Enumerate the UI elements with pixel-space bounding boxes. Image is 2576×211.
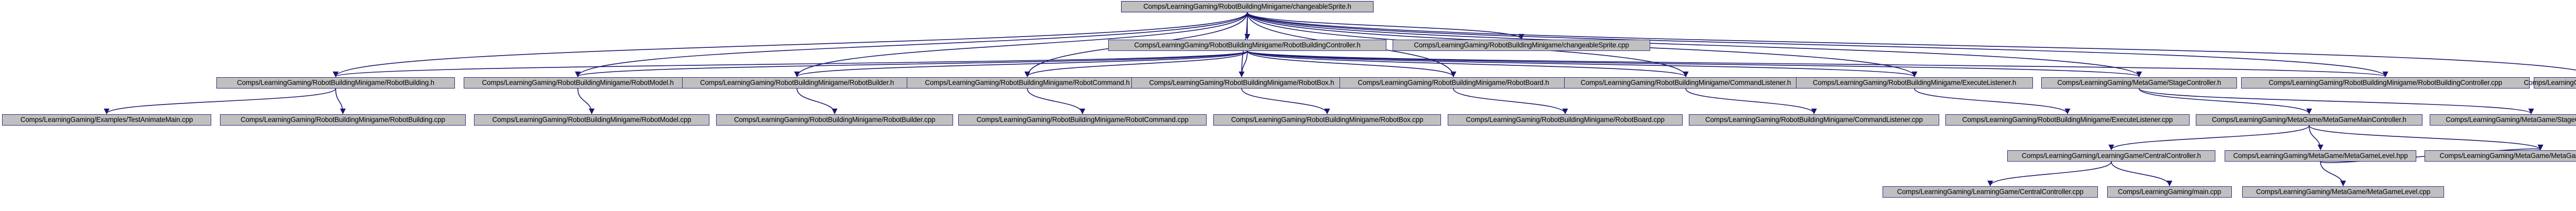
graph-edge [1247, 12, 1524, 40]
graph-node-label: Comps/LearningGaming/RobotBuildingMiniga… [1812, 79, 2016, 87]
graph-node[interactable]: Comps/LearningGaming/RobotBuildingMiniga… [464, 77, 692, 89]
graph-node[interactable]: Comps/LearningGaming/RobotBuildingMiniga… [1131, 77, 1352, 89]
graph-node-label: Comps/LearningGaming/RobotBuildingMiniga… [1143, 3, 1351, 11]
graph-node-label: Comps/LearningGaming/MetaGame/MetaGameMa… [2212, 116, 2406, 124]
graph-edge [104, 88, 336, 115]
graph-node[interactable]: Comps/LearningGaming/RobotBuildingMiniga… [1108, 40, 1386, 51]
graph-node-label: Comps/LearningGaming/Toolkit/resources.c… [2523, 79, 2576, 87]
graph-edge [2111, 161, 2173, 187]
graph-node-label: Comps/LearningGaming/RobotBuildingMiniga… [236, 79, 435, 87]
graph-edge [1247, 50, 2142, 78]
graph-edge [1239, 50, 1248, 78]
graph-node[interactable]: Comps/LearningGaming/Toolkit/resources.c… [2524, 77, 2576, 89]
graph-edge [1685, 88, 1817, 115]
graph-node-label: Comps/LearningGaming/RobotBuildingMiniga… [976, 116, 1189, 124]
graph-node[interactable]: Comps/LearningGaming/MetaGame/StageContr… [2041, 77, 2237, 89]
graph-node[interactable]: Comps/LearningGaming/LearningGame/Centra… [1883, 186, 2098, 198]
graph-node-label: Comps/LearningGaming/RobotBuildingMiniga… [482, 79, 674, 87]
graph-node[interactable]: Comps/LearningGaming/RobotBuildingMiniga… [1340, 77, 1567, 89]
graph-edge [2320, 161, 2346, 187]
graph-edge [1247, 50, 2388, 78]
graph-node-label: Comps/LearningGaming/LearningGame/Centra… [1897, 188, 2083, 196]
graph-edge [1024, 50, 1248, 78]
graph-edge [577, 88, 595, 115]
graph-node-label: Comps/LearningGaming/MetaGame/MetaGameMa… [2439, 152, 2576, 160]
graph-node-label: Comps/LearningGaming/RobotBuildingMiniga… [1580, 79, 1791, 87]
graph-node-label: Comps/LearningGaming/MetaGame/StageContr… [2446, 116, 2576, 124]
graph-node[interactable]: Comps/LearningGaming/main.cpp [2107, 186, 2232, 198]
graph-node[interactable]: Comps/LearningGaming/RobotBuildingMiniga… [1393, 40, 1650, 51]
graph-node[interactable]: Comps/LearningGaming/RobotBuildingMiniga… [1121, 1, 1374, 12]
graph-node-label: Comps/LearningGaming/RobotBuildingMiniga… [925, 79, 1130, 87]
graph-node-label: Comps/LearningGaming/RobotBuildingMiniga… [1231, 116, 1423, 124]
graph-edge [1453, 88, 1568, 115]
graph-node-label: Comps/LearningGaming/LearningGame/Centra… [2022, 152, 2201, 160]
graph-edge [794, 50, 1248, 78]
graph-edge [335, 88, 346, 115]
graph-node[interactable]: Comps/LearningGaming/RobotBuildingMiniga… [1945, 114, 2190, 126]
graph-node-label: Comps/LearningGaming/RobotBuildingMiniga… [492, 116, 691, 124]
graph-node[interactable]: Comps/LearningGaming/MetaGame/MetaGameMa… [2425, 150, 2576, 162]
graph-node[interactable]: Comps/LearningGaming/MetaGame/StageContr… [2430, 114, 2576, 126]
graph-edge [2309, 125, 2324, 151]
graph-node-label: Comps/LearningGaming/RobotBuildingMiniga… [1962, 116, 2173, 124]
graph-node[interactable]: Comps/LearningGaming/RobotBuildingMiniga… [1564, 77, 1807, 89]
graph-node-label: Comps/LearningGaming/RobotBuildingMiniga… [1414, 41, 1629, 49]
graph-edge [1247, 50, 1689, 78]
graph-node[interactable]: Comps/LearningGaming/MetaGame/MetaGameLe… [2242, 186, 2444, 198]
graph-node-label: Comps/LearningGaming/MetaGame/MetaGameLe… [2256, 188, 2431, 196]
graph-node[interactable]: Comps/LearningGaming/RobotBuildingMiniga… [1796, 77, 2033, 89]
graph-node-label: Comps/LearningGaming/RobotBuildingMiniga… [1358, 79, 1549, 87]
graph-node-label: Comps/LearningGaming/RobotBuildingMiniga… [734, 116, 936, 124]
graph-node[interactable]: Comps/LearningGaming/RobotBuildingMiniga… [2241, 77, 2530, 89]
graph-edge [575, 50, 1248, 78]
graph-node[interactable]: Comps/LearningGaming/MetaGame/MetaGameLe… [2225, 150, 2416, 162]
graph-edge [1914, 88, 2071, 115]
graph-edge [1027, 88, 1086, 115]
graph-node[interactable]: Comps/LearningGaming/RobotBuildingMiniga… [1448, 114, 1683, 126]
graph-edge [2108, 125, 2310, 151]
graph-node-label: Comps/LearningGaming/RobotBuildingMiniga… [1134, 41, 1361, 49]
graph-node[interactable]: Comps/LearningGaming/RobotBuildingMiniga… [1213, 114, 1441, 126]
graph-edge [1241, 88, 1330, 115]
graph-node[interactable]: Comps/LearningGaming/RobotBuildingMiniga… [220, 114, 466, 126]
graph-node-label: Comps/LearningGaming/RobotBuildingMiniga… [1149, 79, 1334, 87]
graph-node[interactable]: Comps/LearningGaming/RobotBuildingMiniga… [474, 114, 709, 126]
graph-node-label: Comps/LearningGaming/main.cpp [2117, 188, 2222, 196]
graph-edge [1247, 50, 1456, 78]
graph-node[interactable]: Comps/LearningGaming/Examples/TestAnimat… [2, 114, 211, 126]
graph-edge [1247, 50, 1918, 78]
graph-node-label: Comps/LearningGaming/MetaGame/StageContr… [2057, 79, 2221, 87]
graph-edge [333, 50, 1248, 78]
graph-edge [796, 88, 838, 115]
graph-node-label: Comps/LearningGaming/RobotBuildingMiniga… [2268, 79, 2502, 87]
graph-node[interactable]: Comps/LearningGaming/RobotBuildingMiniga… [682, 77, 912, 89]
graph-edge [2139, 88, 2312, 115]
graph-node[interactable]: Comps/LearningGaming/RobotBuildingMiniga… [907, 77, 1148, 89]
graph-node-label: Comps/LearningGaming/RobotBuildingMiniga… [241, 116, 445, 124]
graph-node[interactable]: Comps/LearningGaming/LearningGame/Centra… [2007, 150, 2215, 162]
graph-node-label: Comps/LearningGaming/RobotBuildingMiniga… [700, 79, 894, 87]
graph-node[interactable]: Comps/LearningGaming/MetaGame/MetaGameMa… [2196, 114, 2422, 126]
graph-edge [1987, 161, 2112, 187]
graph-node[interactable]: Comps/LearningGaming/RobotBuildingMiniga… [958, 114, 1207, 126]
graph-node-label: Comps/LearningGaming/Examples/TestAnimat… [20, 116, 193, 124]
graph-node[interactable]: Comps/LearningGaming/RobotBuildingMiniga… [216, 77, 455, 89]
graph-node-label: Comps/LearningGaming/MetaGame/MetaGameLe… [2233, 152, 2408, 160]
graph-node-label: Comps/LearningGaming/RobotBuildingMiniga… [1466, 116, 1665, 124]
graph-node[interactable]: Comps/LearningGaming/RobotBuildingMiniga… [1689, 114, 1939, 126]
graph-node-label: Comps/LearningGaming/RobotBuildingMiniga… [1705, 116, 1923, 124]
graph-edge [2139, 88, 2534, 115]
graph-edge [2309, 125, 2544, 151]
graph-node[interactable]: Comps/LearningGaming/RobotBuildingMiniga… [716, 114, 953, 126]
